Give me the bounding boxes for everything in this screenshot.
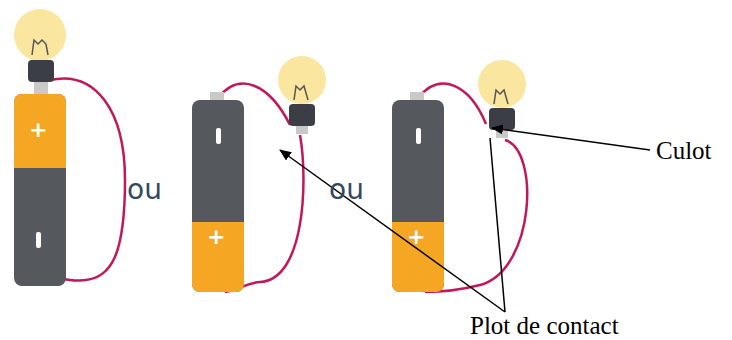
- plus-sign: +: [29, 119, 47, 141]
- separator-word: ou: [127, 176, 162, 204]
- circuit-two: [192, 56, 326, 292]
- circuit-one: [14, 9, 125, 286]
- circuit-three: [392, 60, 527, 292]
- separator-word: ou: [329, 176, 364, 204]
- plus-sign: +: [407, 226, 425, 248]
- part-label: Culot: [656, 138, 712, 163]
- leader-line: [492, 128, 650, 150]
- leader-line: [490, 138, 505, 312]
- leader-line: [280, 150, 505, 312]
- plus-sign: +: [207, 226, 225, 248]
- part-label: Plot de contact: [470, 313, 619, 338]
